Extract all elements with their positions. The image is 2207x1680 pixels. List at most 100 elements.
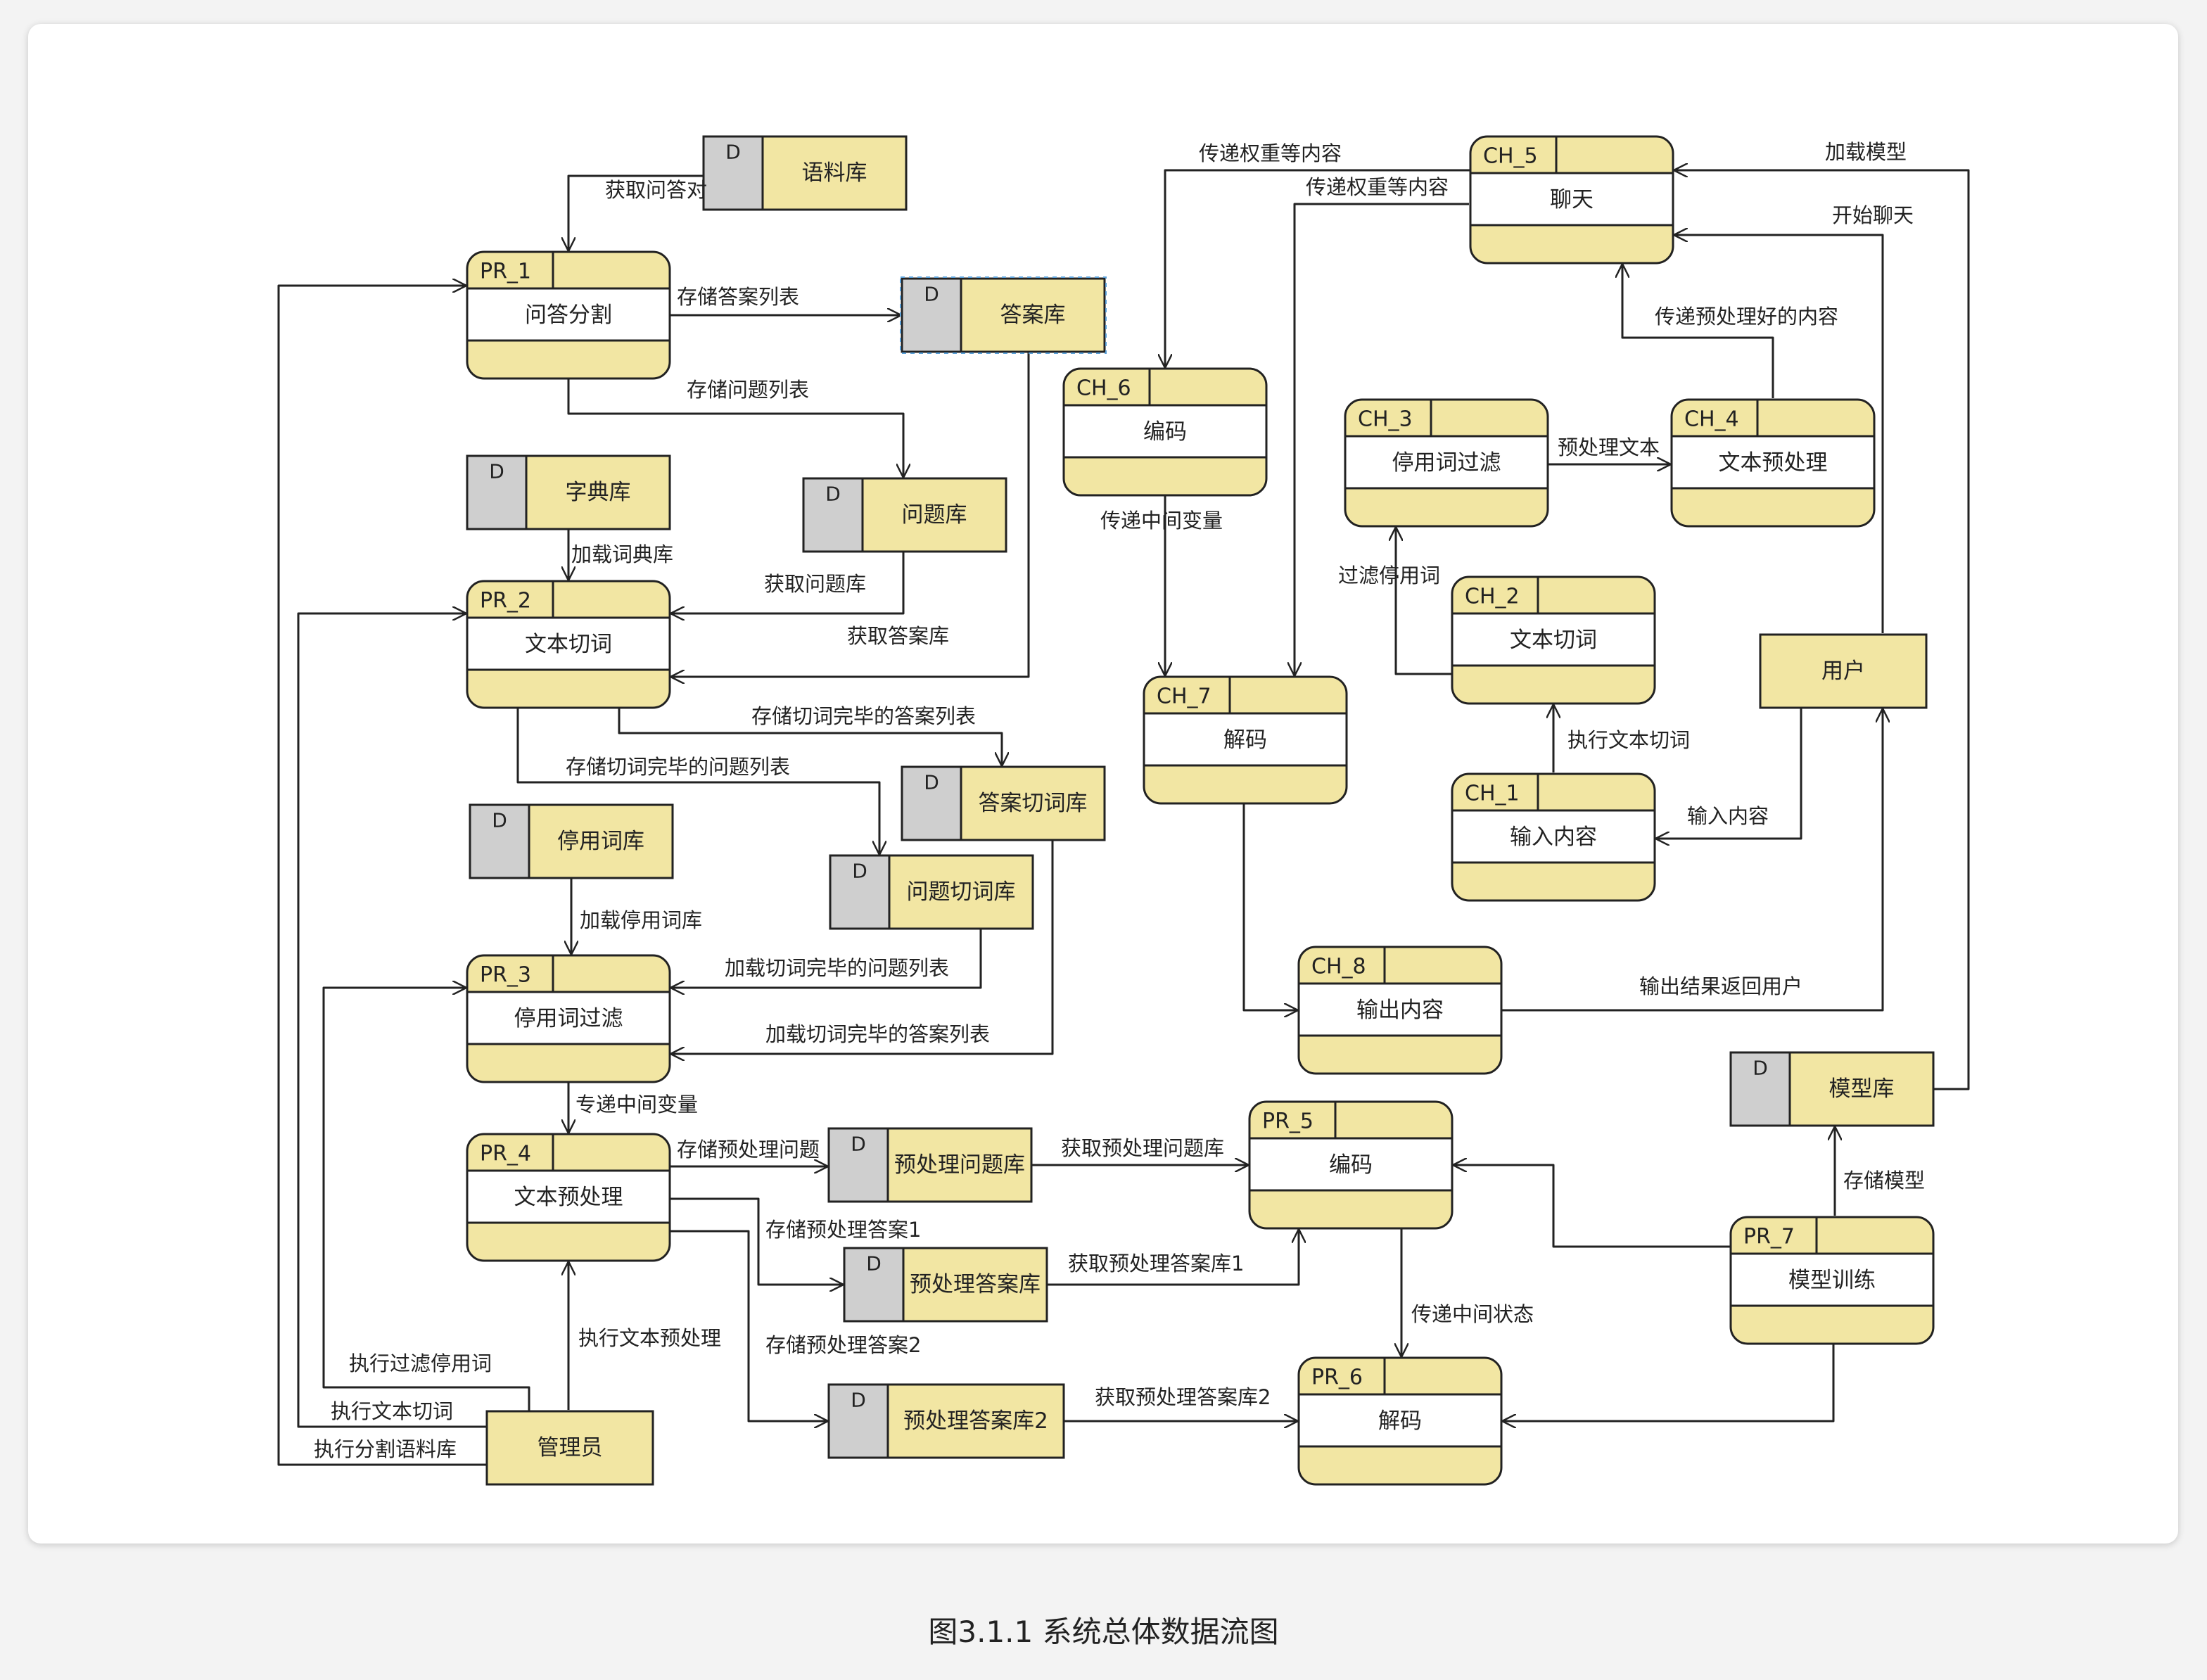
figure-caption: 图3.1.1 系统总体数据流图 — [928, 1615, 1279, 1649]
process-pr-7: PR_7 模型训练 — [1729, 1216, 1935, 1345]
flow-arrow-33 — [1396, 528, 1452, 675]
store-label: 语料库 — [802, 160, 867, 186]
data-store-11: D 模型库 — [1729, 1051, 1935, 1127]
flow-label-35: 输出结果返回用户 — [1639, 974, 1802, 998]
flow-arrow-18 — [297, 613, 487, 1428]
flow-arrow-38 — [1501, 709, 1883, 1012]
store-label: 问题库 — [902, 502, 967, 528]
flow-label-12: 专递中间变量 — [575, 1093, 698, 1116]
store-label: 问题切词库 — [907, 879, 1016, 905]
process-id: PR_4 — [480, 1142, 531, 1166]
process-label: 问答分割 — [525, 303, 612, 328]
flow-label-8: 存储切词完毕的问题列表 — [566, 755, 790, 779]
flow-label-16: 执行文本预处理 — [578, 1326, 721, 1350]
process-label: 停用词过滤 — [1392, 450, 1501, 476]
store-tag: D — [489, 460, 504, 483]
store-label: 字典库 — [566, 480, 631, 505]
flow-arrow-29 — [1674, 170, 1970, 1090]
flow-label-26: 传递权重等内容 — [1306, 175, 1449, 199]
process-ch-6: CH_6 编码 — [1062, 367, 1268, 497]
process-label: 解码 — [1378, 1408, 1422, 1434]
store-label: 答案库 — [1000, 303, 1066, 328]
process-label: 模型训练 — [1788, 1268, 1876, 1293]
process-id: PR_7 — [1743, 1225, 1795, 1249]
flow-arrow-25 — [1454, 1165, 1731, 1248]
flow-arrow-31 — [1622, 265, 1774, 398]
process-ch-7: CH_7解码 — [1143, 675, 1348, 805]
flow-arrow-19 — [277, 286, 487, 1466]
process-label: 输入内容 — [1510, 825, 1597, 850]
data-store-1: D 语料库 — [702, 135, 908, 211]
store-label: 预处理问题库 — [894, 1152, 1025, 1178]
process-pr-3: PR_3 停用词过滤 — [466, 954, 671, 1083]
flow-label-22: 获取预处理答案库2 — [1095, 1385, 1271, 1409]
flow-label-18: 执行文本切词 — [331, 1399, 453, 1423]
flow-label-3: 存储问题列表 — [687, 378, 809, 402]
flow-label-7: 存储切词完毕的答案列表 — [751, 704, 976, 728]
data-store-4: D 字典库 — [466, 454, 671, 530]
flow-arrow-15 — [670, 1230, 827, 1421]
flow-label-11: 加载切词完毕的答案列表 — [765, 1022, 990, 1046]
flow-label-13: 存储预处理问题 — [677, 1138, 820, 1162]
flow-arrow-37 — [1242, 803, 1297, 1010]
process-id: PR_2 — [480, 589, 531, 613]
process-pr-5: PR_5编码 — [1248, 1100, 1454, 1230]
entity-1: 管理员 — [485, 1410, 654, 1486]
store-tag: D — [924, 771, 939, 794]
process-label: 编码 — [1329, 1152, 1373, 1178]
entity-label: 管理员 — [538, 1435, 603, 1461]
flow-label-10: 加载切词完毕的问题列表 — [725, 956, 949, 980]
process-pr-6: PR_6 解码 — [1297, 1356, 1503, 1486]
process-label: 编码 — [1143, 419, 1187, 445]
flow-label-14: 存储预处理答案1 — [765, 1218, 921, 1242]
store-tag: D — [725, 141, 741, 164]
flow-label-27: 加载模型 — [1825, 140, 1907, 164]
flow-label-2: 存储答案列表 — [677, 285, 799, 309]
flow-arrow-21 — [1047, 1230, 1299, 1286]
process-id: CH_5 — [1483, 144, 1538, 169]
store-tag: D — [1753, 1057, 1768, 1080]
process-label: 聊天 — [1550, 187, 1594, 212]
flow-label-29: 传递预处理好的内容 — [1655, 305, 1838, 329]
store-tag: D — [851, 1133, 866, 1156]
flow-label-17: 执行过滤停用词 — [349, 1351, 492, 1375]
flow-label-32: 执行文本切词 — [1567, 728, 1690, 752]
process-label: 停用词过滤 — [514, 1006, 623, 1031]
process-label: 文本切词 — [1510, 628, 1597, 653]
flow-arrow-30 — [1674, 235, 1884, 633]
flow-label-1: 获取问答对 — [605, 178, 707, 202]
data-store-8: D 预处理问题库 — [827, 1127, 1033, 1203]
flow-arrow-10 — [671, 929, 982, 988]
flow-arrow-26 — [1503, 1344, 1835, 1421]
store-tag: D — [492, 809, 507, 832]
flow-label-23: 传递中间状态 — [1411, 1302, 1534, 1326]
flow-arrow-17 — [322, 988, 530, 1411]
data-store-3: D 问题库 — [802, 477, 1007, 553]
store-tag: D — [851, 1389, 866, 1412]
flow-arrow-7 — [618, 708, 1002, 765]
flow-arrow-35 — [1656, 708, 1802, 839]
store-tag: D — [825, 483, 841, 506]
process-id: CH_6 — [1076, 376, 1131, 401]
entity-label: 用户 — [1821, 658, 1865, 684]
process-id: PR_6 — [1311, 1366, 1363, 1390]
flow-label-28: 开始聊天 — [1832, 203, 1914, 227]
flow-arrow-27 — [1165, 169, 1470, 367]
process-label: 文本预处理 — [1719, 450, 1828, 476]
store-label: 模型库 — [1829, 1076, 1895, 1102]
process-id: PR_3 — [480, 963, 531, 988]
flow-arrow-11 — [671, 840, 1054, 1054]
store-tag: D — [866, 1252, 882, 1275]
flow-label-6: 获取答案库 — [847, 624, 949, 648]
flow-arrow-5 — [671, 552, 905, 613]
flow-arrow-8 — [516, 708, 879, 854]
store-label: 预处理答案库2 — [903, 1408, 1048, 1434]
